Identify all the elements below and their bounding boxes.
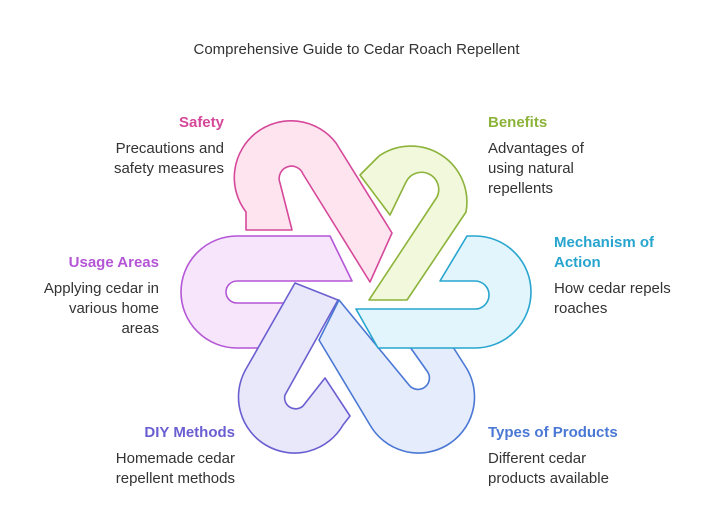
mechanism-heading-line-2: Action (554, 254, 601, 271)
safety-description: Precautions and safety measures (114, 139, 224, 179)
mechanism-heading-line-1: Mechanism of (554, 234, 655, 251)
usage-description: Applying cedar in various home areas (44, 279, 159, 339)
safety-block: Safety Precautions and safety measures (114, 113, 224, 179)
diy-heading: DIY Methods (144, 424, 235, 441)
diagram-title: Comprehensive Guide to Cedar Roach Repel… (193, 41, 520, 58)
diy-methods-loop (237, 282, 351, 454)
benefits-line-2: using natural (488, 160, 574, 177)
benefits-line-3: repellents (488, 180, 554, 197)
safety-line-1: Precautions and (115, 140, 224, 157)
diy-line-1: Homemade cedar (115, 450, 235, 467)
safety-heading: Safety (178, 114, 224, 131)
mechanism-loop (355, 235, 532, 349)
safety-line-2: safety measures (113, 160, 224, 177)
usage-heading: Usage Areas (68, 254, 159, 271)
types-line-1: Different cedar (488, 450, 587, 467)
types-line-2: products available (488, 470, 609, 487)
safety-loop (233, 120, 393, 283)
usage-line-3: areas (121, 320, 159, 337)
mechanism-description: How cedar repels roaches (554, 279, 671, 319)
usage-block: Usage Areas Applying cedar in various ho… (44, 253, 159, 339)
usage-areas-loop (180, 235, 353, 349)
mechanism-line-1: How cedar repels (554, 280, 671, 297)
benefits-block: Benefits Advantages of using natural rep… (488, 113, 584, 199)
diy-description: Homemade cedar repellent methods (116, 449, 235, 489)
mechanism-line-2: roaches (554, 300, 608, 317)
types-of-products-loop (318, 299, 476, 454)
diy-block: DIY Methods Homemade cedar repellent met… (116, 423, 235, 489)
mechanism-block: Mechanism of Action How cedar repels roa… (554, 233, 671, 319)
diy-line-2: repellent methods (115, 470, 235, 487)
usage-line-2: various home (68, 300, 159, 317)
benefits-loop (359, 145, 468, 301)
benefits-line-1: Advantages of (488, 140, 584, 157)
types-description: Different cedar products available (488, 449, 618, 489)
benefits-heading: Benefits (488, 114, 548, 131)
usage-line-1: Applying cedar in (43, 280, 159, 297)
types-block: Types of Products Different cedar produc… (488, 423, 618, 489)
benefits-description: Advantages of using natural repellents (488, 139, 584, 199)
mechanism-heading: Mechanism of Action (554, 233, 671, 273)
types-heading: Types of Products (488, 424, 618, 441)
